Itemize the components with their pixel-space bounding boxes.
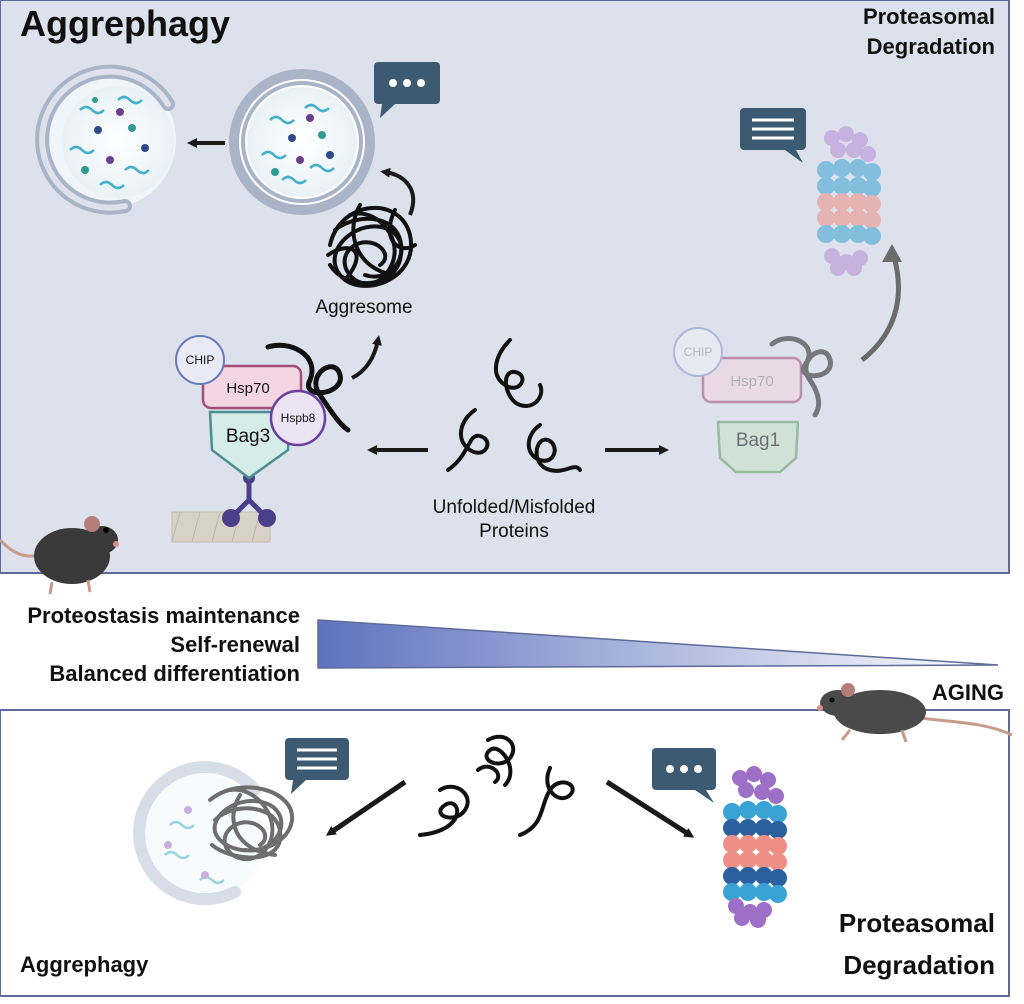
- unfolded-proteins-bottom-icon: [418, 734, 575, 837]
- unfolded-proteins-top-icon: [446, 338, 582, 473]
- chip-left-label: CHIP: [186, 353, 215, 367]
- proteasome-bottom-icon: [723, 766, 787, 928]
- bag3-label: Bag3: [226, 426, 270, 447]
- bottom-aggrephagy-title: Aggrephagy: [20, 952, 149, 977]
- unfolded-label-line1: Unfolded/Misfolded: [433, 497, 596, 518]
- speech-bubble-dots-icon: [374, 62, 440, 118]
- hsp70-left-shape: [201, 364, 303, 410]
- aggresome-label: Aggresome: [315, 297, 412, 318]
- arrow-aggresome-to-autophagosome: [380, 167, 416, 216]
- autolysosome-icon: [35, 64, 176, 215]
- chip-right-label: CHIP: [684, 345, 713, 359]
- top-proteasomal-title-line2: Degradation: [867, 34, 995, 59]
- aggresome-icon: [326, 203, 417, 288]
- young-mouse-icon: [0, 516, 119, 595]
- arrow-complex-to-aggresome: [351, 335, 382, 380]
- hsp70-right-shape: [701, 356, 803, 404]
- proteasome-top-icon: [817, 126, 881, 276]
- self-renewal-label: Self-renewal: [170, 632, 300, 657]
- top-proteasomal-title-line1: Proteasomal: [863, 4, 995, 29]
- aged-mouse-icon: [817, 683, 1013, 743]
- bottom-aggregate-icon: [208, 785, 295, 862]
- speech-bubble-lines-top-icon: [740, 108, 806, 163]
- hsp70-left-label: Hsp70: [226, 380, 269, 397]
- aging-label: AGING: [932, 680, 1004, 705]
- proteostasis-label: Proteostasis maintenance: [27, 603, 300, 628]
- bottom-proteasomal-title-line2: Degradation: [843, 950, 995, 980]
- bottom-proteasomal-title-line1: Proteasomal: [839, 908, 995, 938]
- arrow-to-aggrephagy-bottom: [325, 779, 407, 836]
- balanced-differentiation-label: Balanced differentiation: [49, 661, 300, 686]
- top-aggrephagy-title: Aggrephagy: [20, 3, 230, 44]
- speech-bubble-lines-bottom-icon: [285, 738, 349, 794]
- chip-left-shape: [175, 335, 225, 385]
- hspb8-shape: [269, 389, 327, 447]
- bag3-complex: Bag3 Hsp70 CHIP Hspb8: [171, 335, 351, 543]
- bag1-complex: Bag1 Hsp70 CHIP: [673, 327, 833, 474]
- hsp70-right-label: Hsp70: [730, 373, 773, 390]
- speech-bubble-dots-bottom-icon: [652, 748, 716, 803]
- bag1-label: Bag1: [736, 430, 780, 451]
- declining-gradient-wedge: [317, 619, 999, 669]
- arrow-to-proteasome-top: [860, 249, 901, 362]
- bag1-shape: [716, 420, 800, 474]
- hspb8-label: Hspb8: [281, 411, 316, 425]
- arrow-to-proteasome-bottom: [605, 779, 695, 838]
- unfolded-label-line2: Proteins: [479, 521, 549, 542]
- autophagosome-icon: [229, 69, 375, 215]
- chip-right-shape: [673, 327, 723, 377]
